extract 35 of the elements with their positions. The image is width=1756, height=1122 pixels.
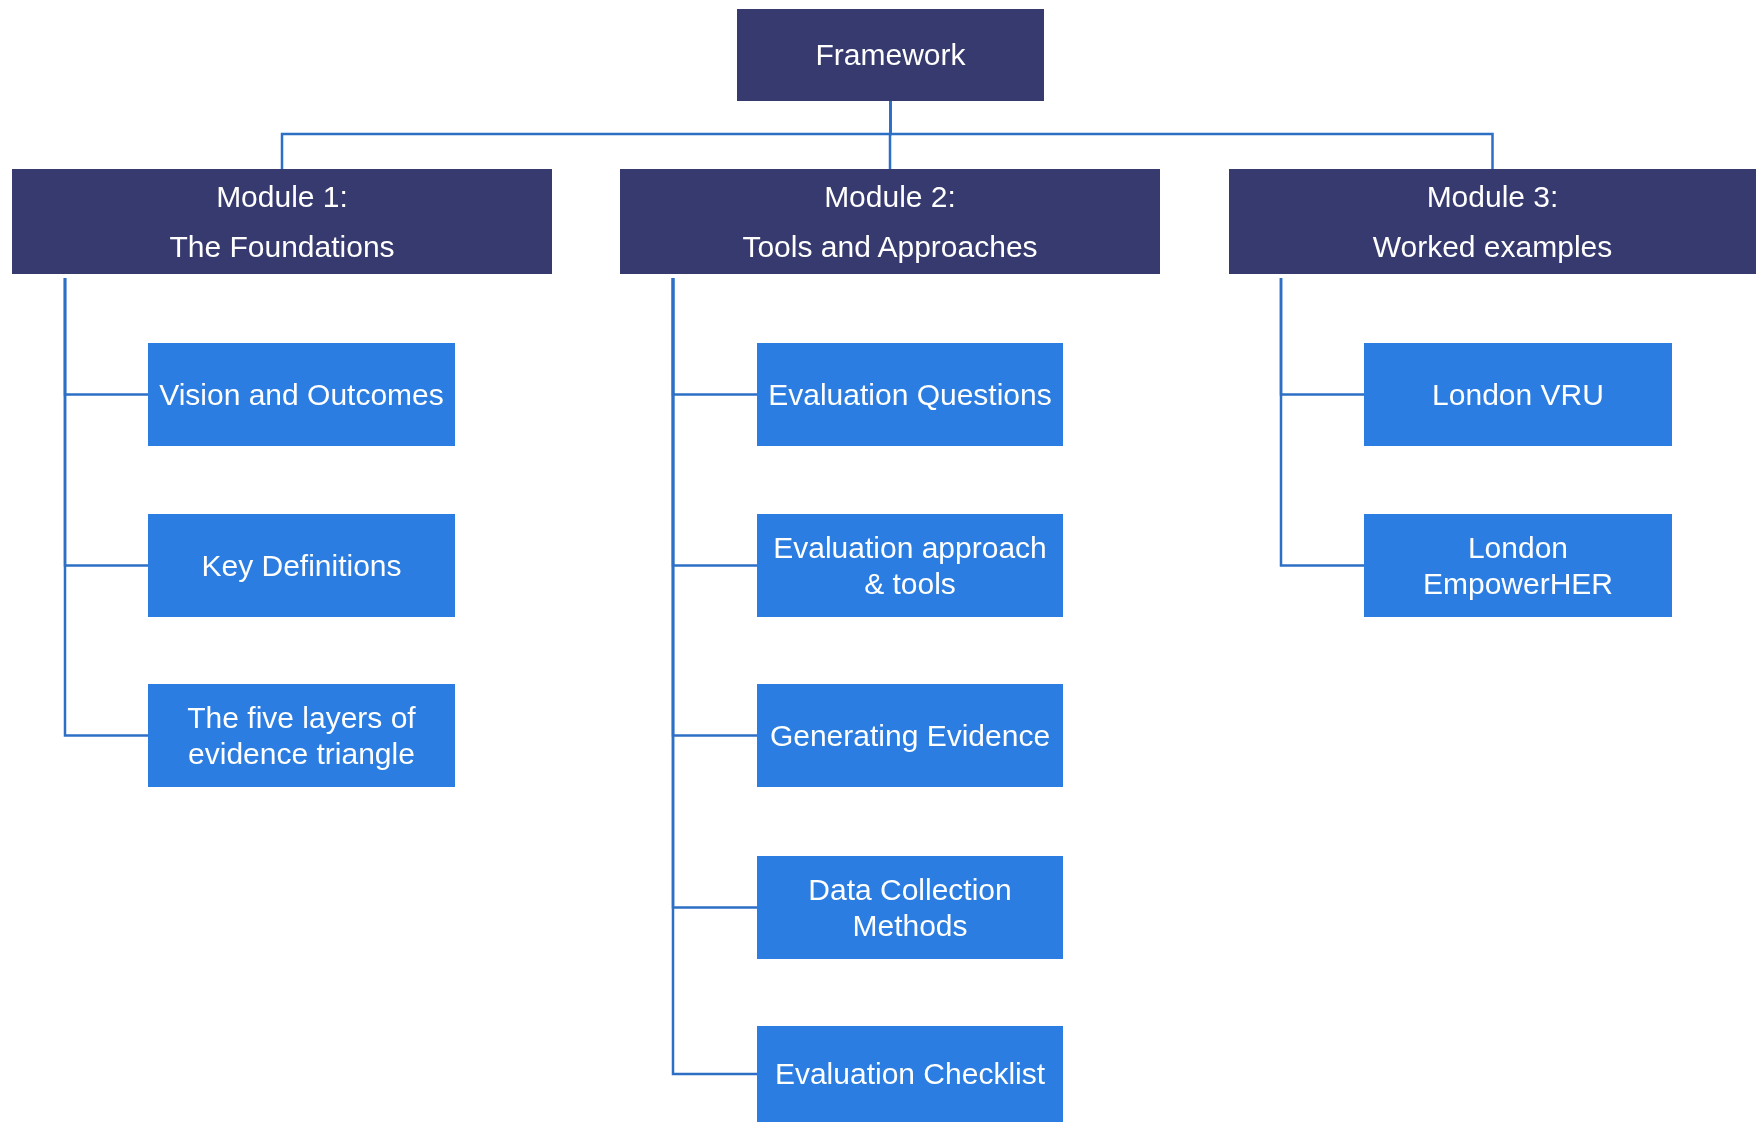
topic-box: [148, 514, 455, 617]
topic-box: [757, 343, 1063, 446]
topic-box: [757, 856, 1063, 959]
topic-box: [1364, 343, 1672, 446]
module-box: [620, 169, 1160, 274]
connector-line: [889, 101, 1494, 169]
box-label: Module 1:: [216, 178, 348, 215]
connector-line: [671, 278, 757, 1076]
box-label: Data Collection Methods: [807, 871, 1013, 944]
module-box: [1229, 169, 1756, 274]
box-label: Key Definitions: [201, 547, 402, 584]
connector-line: [1279, 278, 1364, 567]
topic-box: [757, 1026, 1063, 1122]
root-box: [737, 9, 1044, 101]
box-label: Evaluation Questions: [768, 376, 1052, 413]
module-box: [12, 169, 552, 274]
box-label: Worked examples: [1372, 228, 1613, 265]
connector-line: [63, 278, 148, 737]
topic-box: [148, 684, 455, 787]
box-label: The five layers of evidence triangle: [186, 699, 417, 772]
box-label: Evaluation approach & tools: [772, 529, 1048, 602]
box-label: Module 2:: [824, 178, 956, 215]
topic-box: [757, 514, 1063, 617]
box-label: London EmpowerHER: [1421, 529, 1615, 602]
box-label: Tools and Approaches: [742, 228, 1038, 265]
topic-box: [757, 684, 1063, 787]
topic-box: [1364, 514, 1672, 617]
box-label: Module 3:: [1426, 178, 1559, 215]
box-label: Evaluation Checklist: [774, 1056, 1046, 1092]
topic-box: [148, 343, 455, 446]
box-label: Generating Evidence: [769, 717, 1051, 754]
box-label: Framework: [815, 37, 966, 73]
box-label: Vision and Outcomes: [159, 376, 444, 413]
box-label: London VRU: [1432, 376, 1604, 413]
box-label: The Foundations: [169, 228, 395, 265]
